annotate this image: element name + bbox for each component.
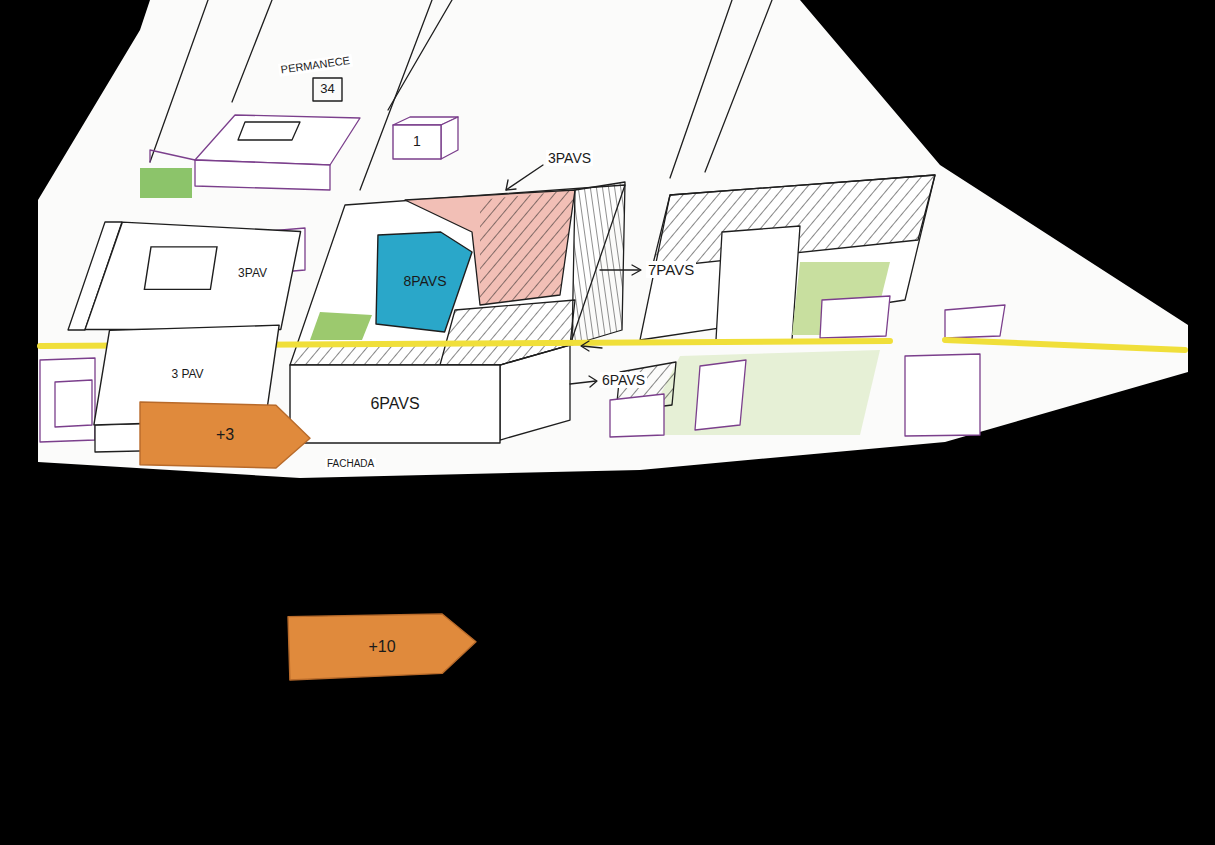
- small-box: [695, 360, 746, 430]
- height-callout: 6PAVS: [600, 372, 647, 388]
- inner-box: [716, 226, 800, 340]
- number-box: 1: [393, 125, 441, 159]
- street-line: [670, 0, 732, 178]
- facade-block-shape: [290, 365, 500, 443]
- number-box-shape: [313, 78, 342, 101]
- node-label: 34: [320, 82, 334, 96]
- height-tag: +10: [288, 614, 476, 680]
- note-text: FACHADA: [325, 458, 376, 470]
- tower-volume: 8PAVS: [376, 232, 474, 332]
- box-side: [441, 117, 458, 159]
- leader-line: [570, 381, 596, 384]
- courtyard-void: [144, 247, 217, 289]
- tower-volume-shape: [376, 232, 472, 332]
- arrow-head: [581, 341, 589, 351]
- node-label: 1: [413, 134, 421, 149]
- block-front: [195, 160, 330, 190]
- block-top: [195, 115, 360, 165]
- leader-line: [506, 165, 543, 190]
- node-label: 3 PAV: [171, 368, 203, 381]
- court-hatch: [440, 300, 575, 365]
- node-label: 6PAVS: [370, 395, 419, 413]
- height-callout: 3PAVS: [546, 150, 593, 166]
- yellow-axis: [945, 340, 1185, 350]
- arrow-head: [632, 265, 641, 275]
- strip-hatch: [572, 182, 625, 345]
- street-line: [388, 0, 452, 110]
- node-label: +10: [368, 638, 395, 656]
- green-patch: [310, 312, 372, 340]
- arrow-head: [506, 180, 516, 190]
- height-tag-shape: [140, 402, 310, 468]
- courtyard-block: 3PAV: [85, 215, 305, 333]
- courtyard-block-shape: [85, 222, 301, 329]
- street-line: [232, 0, 272, 102]
- leader-line: [582, 346, 602, 348]
- number-box: 34: [313, 78, 342, 101]
- small-box: [945, 305, 1005, 338]
- street-line: [705, 0, 772, 172]
- height-callout: 7PAVS: [646, 261, 696, 278]
- small-box: [820, 296, 890, 338]
- small-box: [905, 354, 980, 436]
- pink-hatch: [480, 190, 575, 305]
- height-tag: +3: [140, 402, 310, 468]
- node-label: 3PAV: [238, 267, 267, 280]
- node-label: 8PAVS: [403, 274, 446, 289]
- node-label: +3: [216, 426, 234, 444]
- block-line: [150, 150, 195, 162]
- green-patch: [140, 168, 192, 198]
- leader-line: [600, 269, 640, 270]
- facade-block: 6PAVS: [290, 365, 500, 443]
- small-box: [610, 394, 664, 437]
- street-line: [150, 0, 208, 162]
- small-box: [40, 358, 95, 442]
- block-void: [238, 122, 300, 140]
- paper-ground: [38, 0, 1188, 478]
- height-tag-shape: [288, 614, 476, 680]
- front-hatch: [292, 345, 440, 365]
- block-top: [640, 175, 935, 340]
- arrow-head: [589, 376, 597, 387]
- number-box-shape: [393, 125, 441, 159]
- small-box: [55, 380, 92, 427]
- courtyard-block-outline: [85, 215, 305, 333]
